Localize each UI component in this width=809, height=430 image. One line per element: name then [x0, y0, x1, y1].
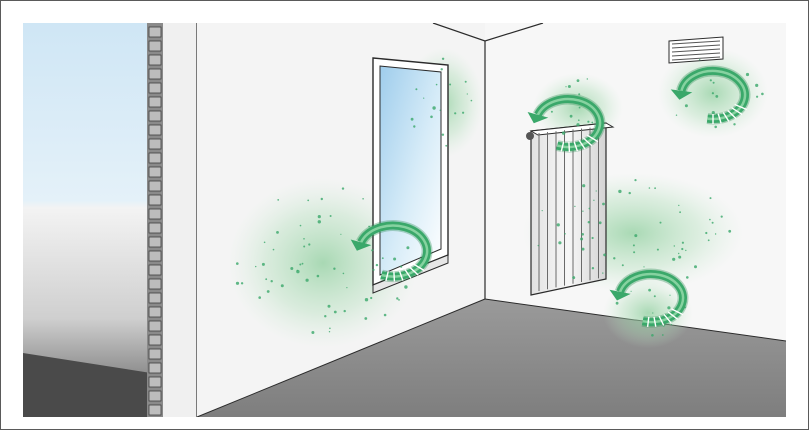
window-icon: [373, 58, 448, 293]
wall-section: [147, 23, 197, 417]
room-scene: [23, 23, 786, 417]
room-illustration: [23, 23, 786, 417]
vent-grille-icon: [669, 37, 723, 63]
